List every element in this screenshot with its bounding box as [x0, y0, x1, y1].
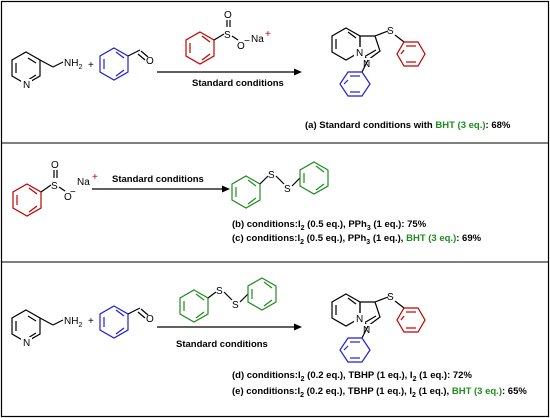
svg-text:S: S — [232, 300, 239, 311]
benzaldehyde-molecule: O — [99, 47, 154, 81]
arrowhead-3 — [294, 323, 302, 331]
svg-text:O: O — [224, 10, 232, 21]
sodium-benzenesulfinate-reactant: S O O − Na + — [12, 160, 98, 217]
svg-text:S: S — [387, 292, 394, 303]
result-d: (d) conditions:I2 (0.2 eq.), TBHP (1 eq.… — [232, 370, 472, 383]
svg-text:S: S — [216, 286, 223, 297]
oxide-charge: − — [244, 36, 250, 47]
condition-label-1: Standard conditions — [192, 78, 284, 89]
svg-text:S: S — [51, 181, 58, 192]
svg-text:N: N — [23, 338, 30, 349]
diphenyl-disulfide-reagent: S S — [179, 277, 277, 323]
svg-text:Na: Na — [251, 34, 264, 45]
result-a: (a) Standard conditions with BHT (3 eq.)… — [305, 120, 511, 131]
condition-label-3: Standard conditions — [176, 339, 268, 350]
svg-text:+: + — [92, 172, 98, 183]
condition-label-2: Standard conditions — [112, 174, 204, 185]
arrowhead-2 — [222, 185, 230, 193]
plus-sign-2: + — [88, 316, 94, 327]
nitrogen-label: N — [23, 80, 30, 91]
plus-sign: + — [88, 60, 94, 71]
svg-text:N: N — [363, 325, 370, 336]
svg-text:N: N — [363, 59, 370, 70]
result-b: (b) conditions:I2 (0.5 eq.), PPh3 (1 eq.… — [232, 219, 427, 232]
svg-text:O: O — [64, 192, 72, 203]
svg-text:O: O — [51, 160, 59, 171]
svg-text:O: O — [146, 314, 154, 325]
svg-text:+: + — [265, 29, 271, 40]
svg-text:S: S — [387, 26, 394, 37]
product-imidazopyridine-2: N N S — [331, 292, 426, 363]
svg-text:N: N — [356, 314, 363, 325]
svg-text:NH2: NH2 — [64, 316, 82, 329]
picolylamine-molecule-2: N NH2 — [11, 309, 82, 349]
picolylamine-molecule: N NH2 — [11, 51, 82, 91]
svg-text:S: S — [284, 184, 291, 195]
sodium-benzenesulfinate: S O O − Na + — [185, 10, 271, 65]
svg-text:O: O — [237, 41, 245, 52]
amine-label: NH2 — [64, 58, 82, 71]
diphenyl-disulfide-product: S S — [231, 161, 329, 209]
svg-text:Na: Na — [77, 177, 90, 188]
result-e: (e) conditions:I2 (0.2 eq.), TBHP (1 eq.… — [232, 386, 527, 399]
svg-text:−: − — [70, 187, 76, 198]
oxygen-label: O — [146, 56, 154, 67]
svg-text:S: S — [224, 30, 231, 41]
benzaldehyde-molecule-2: O — [99, 305, 154, 339]
product-imidazopyridine-1: N N S — [331, 26, 426, 97]
arrowhead-1 — [294, 68, 302, 76]
svg-text:S: S — [268, 170, 275, 181]
result-c: (c) conditions:I2 (0.5 eq.), PPh3 (1 eq.… — [232, 233, 482, 246]
svg-text:N: N — [356, 48, 363, 59]
